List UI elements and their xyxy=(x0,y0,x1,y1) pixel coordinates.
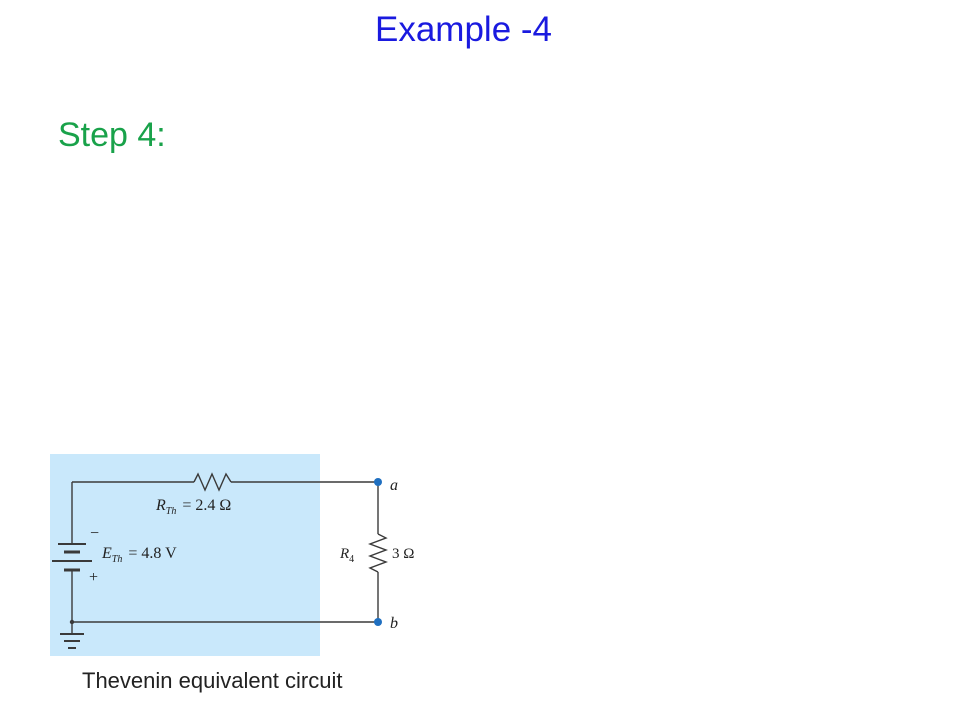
terminal-b-label: b xyxy=(390,615,398,632)
eth-label: ETh= 4.8 V xyxy=(101,545,177,565)
plus-sign: + xyxy=(89,569,98,586)
r4-label: R4 xyxy=(339,546,354,565)
rth-resistor xyxy=(193,472,232,492)
terminal-b-dot xyxy=(374,618,382,626)
circuit-caption: Thevenin equivalent circuit xyxy=(82,668,343,693)
slide-title: Example -4 xyxy=(374,10,553,49)
step-heading: Step 4: xyxy=(58,116,166,154)
thevenin-circuit-diagram: RTh= 2.4 Ω ETh= 4.8 V − + R4 3 Ω a b xyxy=(50,454,414,656)
r4-value: 3 Ω xyxy=(392,546,414,562)
rth-label: RTh= 2.4 Ω xyxy=(155,497,231,517)
minus-sign: − xyxy=(90,525,99,542)
thevenin-panel xyxy=(50,454,320,656)
junction-dot xyxy=(69,619,75,625)
terminal-a-label: a xyxy=(390,477,398,494)
terminal-a-dot xyxy=(374,478,382,486)
r4-resistor xyxy=(368,533,388,573)
